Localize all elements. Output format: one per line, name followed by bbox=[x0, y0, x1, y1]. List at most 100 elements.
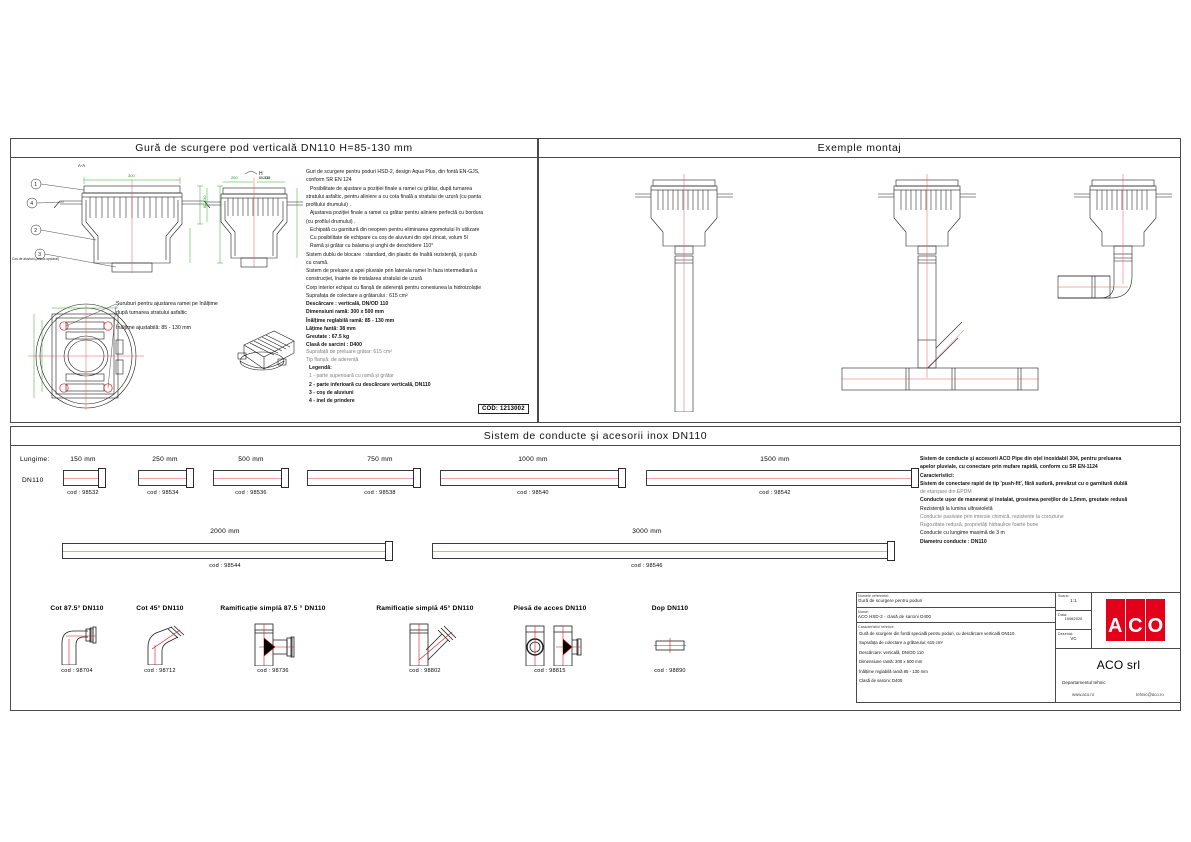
pipe-graphic bbox=[138, 470, 193, 486]
pipe-spec-line: Sistem de conducte și accesorii ACO Pipe… bbox=[920, 456, 1122, 462]
svg-text:200: 200 bbox=[263, 175, 270, 180]
spec-bullet: Clasă de sarcini : D400 bbox=[306, 342, 362, 349]
pipe-graphic bbox=[62, 543, 392, 559]
pipe-socket bbox=[618, 468, 626, 488]
spec-line: stratului asfaltic, pentru aliniere a cu… bbox=[306, 193, 481, 200]
svg-text:2: 2 bbox=[34, 228, 37, 234]
title-block-logo-cell bbox=[1092, 592, 1181, 649]
pipe-graphic bbox=[307, 470, 420, 486]
pipe-code: cod : 98534 bbox=[147, 490, 179, 496]
spec-line: Echipată cu garnitură din neopren pentru… bbox=[310, 226, 480, 233]
characteristics-line: Suprafața de colectare a grătarului: 615… bbox=[859, 640, 943, 646]
spec-line: construcției, înainte de instalarea stra… bbox=[306, 276, 423, 283]
installation-example-1 bbox=[625, 172, 745, 417]
pipe-code: cod : 98542 bbox=[759, 490, 791, 496]
fitting-label: Cot 87.5° DN110 bbox=[50, 605, 104, 612]
fitting-label: Dop DN110 bbox=[651, 605, 689, 612]
characteristics-line: Dimensiune ramă: 300 x 500 mm bbox=[859, 659, 923, 665]
date-value: 10062020 bbox=[1064, 616, 1083, 621]
spec-line: conform SR EN 124 bbox=[306, 177, 352, 184]
pipe-spec-item: Rezistență la lumina ultravioletă bbox=[920, 505, 993, 512]
name-key: Nume: bbox=[858, 609, 870, 614]
panel-installation-examples: Exemple montaj bbox=[538, 138, 1181, 423]
pipe-code: cod : 98538 bbox=[364, 490, 396, 496]
pipe-spec-item: Conducte ușor de manevrat și instalat, g… bbox=[920, 497, 1128, 504]
characteristics-line: Înălțime reglabilă ramă 85 - 130 mm bbox=[859, 668, 928, 674]
fitting-code: cod : 98704 bbox=[61, 668, 93, 674]
reference-key: Numele referentei: bbox=[858, 593, 890, 598]
spec-bullet: Lățime fantă: 38 mm bbox=[306, 325, 356, 332]
access-piece-icon bbox=[522, 622, 584, 671]
pipe-length-label: 500 mm bbox=[238, 456, 264, 463]
legend-item: 4 - inel de prindere bbox=[309, 398, 355, 404]
spec-line: Sistem dublu de blocare : standard, din … bbox=[306, 251, 477, 258]
title-block-drawnby-cell: Desenat: VC bbox=[1056, 630, 1092, 649]
fitting-code: cod : 98815 bbox=[534, 668, 566, 674]
pipe-spec-item: Sistem de conectare rapid de tip 'push-f… bbox=[920, 480, 1128, 487]
drain-section-h-drawing: 250 200 H 85-130 bbox=[195, 168, 315, 273]
spec-line: Guri de scurgere pentru poduri HSD-2, de… bbox=[306, 169, 480, 175]
pipe-spec-caracteristici: Caracteristici: bbox=[920, 472, 955, 479]
spec-line: Sistem de preluare a apei pluviale prin … bbox=[306, 268, 478, 274]
pipe-graphic bbox=[440, 470, 625, 486]
fitting-code: cod : 98890 bbox=[654, 668, 686, 674]
pipe-spec-item: Rugozitate redusă, proprietăți hidraulic… bbox=[920, 522, 1039, 528]
branch-45-icon bbox=[400, 620, 460, 671]
sediment-basket-isometric bbox=[230, 325, 300, 382]
pipe-length-label: 250 mm bbox=[152, 456, 178, 463]
characteristics-key: Caracteristici tehnice: bbox=[858, 624, 895, 629]
title-block-reference-cell: Numele referentei: Gură de scurgere pent… bbox=[856, 592, 1056, 608]
pipe-system-specification: Sistem de conducte și accesorii ACO Pipe… bbox=[920, 455, 1176, 546]
title-block-name-cell: Nume: ACO HSD-2 - clasă de sarcini D400 bbox=[856, 608, 1056, 623]
date-key: Data: bbox=[1058, 612, 1068, 617]
installation-example-3 bbox=[1048, 172, 1178, 377]
pipe-length-label: 3000 mm bbox=[632, 528, 662, 535]
spec-bullet: Înălțime reglabilă ramă: 85 - 130 mm bbox=[306, 317, 395, 324]
panel-installation-title: Exemple montaj bbox=[539, 139, 1180, 158]
pipe-row-length-label: Lungime: bbox=[20, 456, 50, 463]
drain-plan-view-drawing bbox=[20, 300, 150, 417]
elbow-87-icon bbox=[52, 625, 102, 670]
svg-text:4: 4 bbox=[30, 201, 33, 207]
fitting-label: Ramificație simplă 87.5 ° DN110 bbox=[220, 605, 326, 612]
pipe-socket bbox=[98, 468, 106, 488]
svg-text:250: 250 bbox=[231, 175, 238, 180]
spec-line: (cu profilul drumului) . bbox=[306, 218, 356, 225]
panel-drain-title: Gură de scurgere pod verticală DN110 H=8… bbox=[11, 139, 537, 158]
spec-line: Ajustarea poziției finale a ramei cu gră… bbox=[310, 210, 484, 217]
section-mark-aa: A-A bbox=[78, 163, 85, 168]
pipe-graphic bbox=[213, 470, 288, 486]
drawnby-value: VC bbox=[1070, 635, 1077, 641]
callout-line-1: Șuruburi pentru ajustarea ramei pe înălț… bbox=[116, 301, 218, 307]
pipe-length-label: 750 mm bbox=[367, 456, 393, 463]
panel-drain-detail: Gură de scurgere pod verticală DN110 H=8… bbox=[10, 138, 538, 423]
characteristics-line: Clasă de sarcini: D400 bbox=[859, 678, 903, 684]
fitting-code: cod : 98712 bbox=[144, 668, 176, 674]
aco-logo-letter-a: A bbox=[1106, 599, 1125, 641]
title-block-characteristics-cell: Caracteristici tehnice: Gură de scurgere… bbox=[856, 623, 1056, 703]
spec-line: Cu posibilitate de echipare cu coș de al… bbox=[310, 235, 468, 241]
fitting-code: cod : 98802 bbox=[409, 668, 441, 674]
pipe-graphic bbox=[63, 470, 105, 486]
fitting-label: Ramificație simplă 45° DN110 bbox=[376, 605, 474, 612]
pipe-graphic bbox=[646, 470, 918, 486]
spec-line: Posibilitate de ajustare a poziției fina… bbox=[310, 185, 473, 192]
company-name: ACO srl bbox=[1096, 658, 1141, 672]
pipe-socket bbox=[413, 468, 421, 488]
panel-pipe-system-title: Sistem de conducte și acesorii inox DN11… bbox=[11, 427, 1180, 446]
pipe-socket bbox=[887, 541, 895, 561]
svg-text:1: 1 bbox=[34, 182, 37, 188]
legend-item: 2 - parte inferioară cu descărcare verti… bbox=[309, 381, 431, 388]
title-block-date-cell: Data: 10062020 bbox=[1056, 611, 1092, 630]
installation-example-2 bbox=[828, 172, 1058, 417]
aco-logo-letter-c: C bbox=[1126, 599, 1145, 641]
pipe-socket bbox=[911, 468, 919, 488]
pipe-socket bbox=[385, 541, 393, 561]
legend-title: Legendă: bbox=[309, 365, 332, 371]
pipe-code: cod : 98544 bbox=[209, 563, 241, 569]
fitting-label: Piesă de acces DN110 bbox=[513, 605, 587, 612]
pipe-length-label: 2000 mm bbox=[210, 528, 240, 535]
cap-icon bbox=[648, 635, 692, 660]
pipe-code: cod : 98532 bbox=[67, 490, 99, 496]
pipe-spec-item: de etanșare din EPDM bbox=[920, 489, 972, 495]
